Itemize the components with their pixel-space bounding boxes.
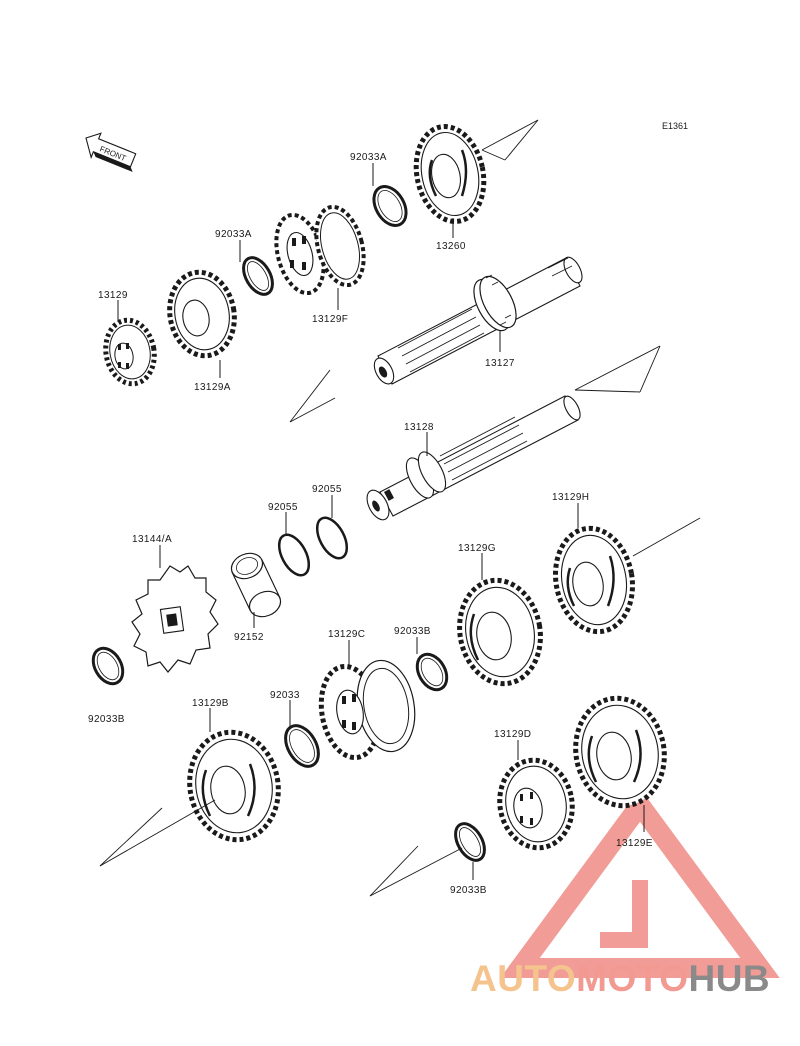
gear-13260 <box>413 124 487 224</box>
label-92152: 92152 <box>234 632 264 643</box>
label-92033A-mid: 92033A <box>215 229 252 240</box>
gear-13129A <box>167 269 237 359</box>
shaft-13127 <box>373 256 583 385</box>
label-92033A-top: 92033A <box>350 152 387 163</box>
gear-13129H <box>553 525 635 635</box>
label-92055-a: 92055 <box>268 502 298 513</box>
label-13127: 13127 <box>485 358 515 369</box>
watermark-logo <box>500 788 780 978</box>
axis-line-right <box>632 517 701 557</box>
label-13129H: 13129H <box>552 492 589 503</box>
collar-92152 <box>230 552 282 618</box>
sprocket-13144A <box>131 565 219 673</box>
circlip-92033B-mid <box>415 652 449 692</box>
part-labels: 92033A 13260 92033A 13129F 13129 13129A … <box>88 152 653 896</box>
axis-line-middle <box>574 345 661 393</box>
watermark-wordmark: AUTOMOTOHUB <box>470 958 800 1000</box>
gear-13129B <box>187 729 281 843</box>
circlip-92033B-left <box>91 646 125 686</box>
label-13128: 13128 <box>404 422 434 433</box>
gear-13129 <box>103 317 157 387</box>
watermark-part-auto: AUTO <box>470 958 577 999</box>
axis-line-top <box>289 119 539 423</box>
axis-line-lower-right <box>369 845 463 897</box>
label-92033B-bottom: 92033B <box>450 885 487 896</box>
label-13129: 13129 <box>98 290 128 301</box>
label-92033B-mid: 92033B <box>394 626 431 637</box>
gear-13129E <box>573 695 667 809</box>
label-13144A: 13144/A <box>132 534 172 545</box>
circlip-92033A-top <box>372 185 408 227</box>
shaft-13128 <box>366 395 581 521</box>
gear-13129G <box>457 577 543 687</box>
o-ring-92055-b <box>315 516 349 560</box>
label-13129C: 13129C <box>328 629 365 640</box>
circlip-92033B-bottom <box>454 822 486 862</box>
gear-13129C <box>318 659 416 761</box>
label-13129E: 13129E <box>616 838 653 849</box>
label-92033B-left: 92033B <box>88 714 125 725</box>
circlip-92033A-mid <box>242 256 274 296</box>
front-arrow-icon: FRONT <box>85 132 137 172</box>
circlip-92033 <box>284 724 320 768</box>
gear-13129F <box>274 204 366 296</box>
o-ring-92055-a <box>277 533 311 577</box>
watermark-part-moto: MOTO <box>576 958 689 999</box>
label-13129F: 13129F <box>312 314 348 325</box>
label-13129G: 13129G <box>458 543 496 554</box>
label-13129A: 13129A <box>194 382 231 393</box>
watermark-part-hub: HUB <box>688 958 771 999</box>
label-13129B: 13129B <box>192 698 229 709</box>
gear-13129D <box>497 757 575 851</box>
axis-line-lower-left <box>99 799 216 867</box>
label-13129D: 13129D <box>494 729 531 740</box>
leader-lines <box>117 163 645 880</box>
label-92033: 92033 <box>270 690 300 701</box>
label-13260: 13260 <box>436 241 466 252</box>
label-92055-b: 92055 <box>312 484 342 495</box>
diagram-code: E1361 <box>662 121 688 131</box>
